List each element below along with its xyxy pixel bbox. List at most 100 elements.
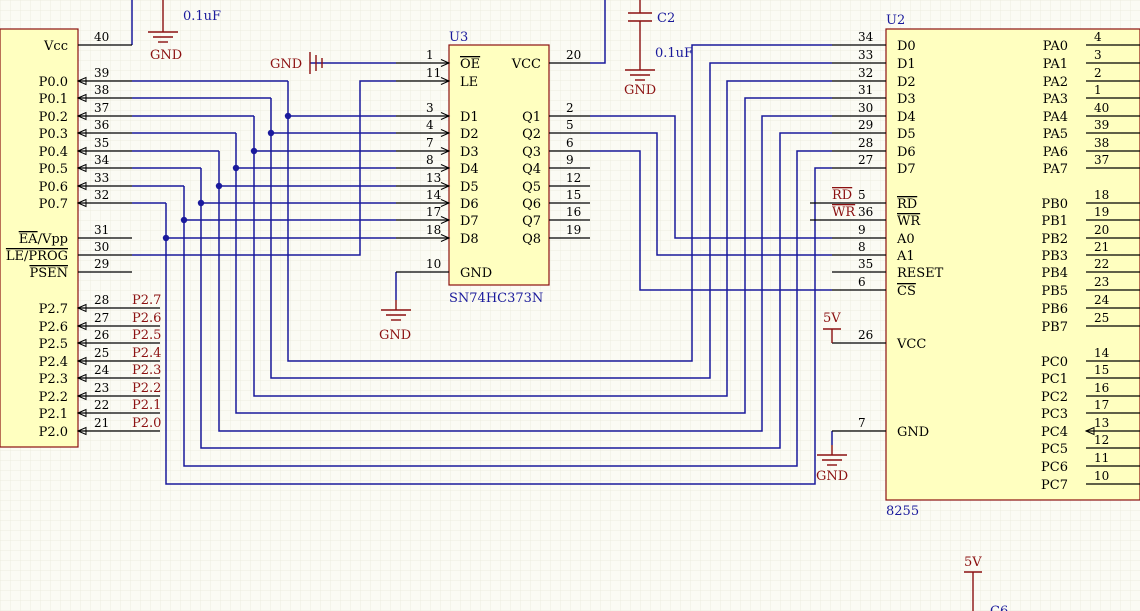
- power-5v-symbol-u2[interactable]: [823, 328, 841, 343]
- u2-pin-number: 19: [1094, 205, 1109, 219]
- u2-ref-label: U2: [886, 13, 905, 28]
- u2-pin-number: 23: [1094, 275, 1109, 289]
- net-label-p2: P2.6: [132, 311, 161, 326]
- net-label-p2: P2.5: [132, 328, 161, 343]
- u2-pin-number: 12: [1094, 433, 1109, 447]
- capacitor-c2[interactable]: [628, 0, 652, 60]
- mcu-pin-number: 35: [94, 136, 109, 150]
- wire-junction: [267, 129, 275, 137]
- u2-pin-number: 8: [858, 240, 866, 254]
- u3-pin-label: Q4: [522, 162, 541, 177]
- pin-io-arrow: [76, 76, 87, 86]
- ground-symbol-u3[interactable]: [381, 300, 411, 321]
- u3-pin-label: Q7: [522, 214, 541, 229]
- u3-pin-number: 9: [566, 153, 574, 167]
- u3-pin-number: 18: [426, 223, 441, 237]
- u3-body[interactable]: [448, 44, 550, 286]
- pin-io-arrow: [1084, 426, 1095, 436]
- u3-pin-number: 12: [566, 171, 581, 185]
- pin-io-arrow: [76, 373, 87, 383]
- u3-pin-label: D3: [460, 145, 479, 160]
- pin-io-arrow: [76, 408, 87, 418]
- mcu-pin-number: 28: [94, 293, 109, 307]
- u2-pin-label: GND: [897, 425, 929, 440]
- ground-symbol-u2[interactable]: [817, 445, 847, 466]
- wires-layer: [131, 0, 833, 485]
- wire-junction: [197, 199, 205, 207]
- u2-pin-number: 22: [1094, 257, 1109, 271]
- wire-junction: [284, 112, 292, 120]
- mcu-pin-label: P0.5: [39, 162, 68, 177]
- cap-value-label-2: 0.1uF: [655, 46, 693, 61]
- u2-pin-label: PC6: [1041, 460, 1068, 475]
- pins-layer: [76, 44, 1140, 485]
- mcu-pin-label: P2.4: [39, 355, 68, 370]
- net-label-p2: P2.0: [132, 416, 161, 431]
- u2-pin-number: 26: [858, 328, 873, 342]
- u2-pin-number: 20: [1094, 223, 1109, 237]
- junctions-layer: [162, 112, 292, 242]
- mcu-pin-label: P2.5: [39, 337, 68, 352]
- wire-junction: [250, 147, 258, 155]
- u3-pin-label: LE: [460, 75, 478, 90]
- wire-bus-to-8255-d-4: [218, 115, 832, 432]
- u2-pin-label: RD: [897, 197, 917, 212]
- pin-io-arrow: [76, 303, 87, 313]
- mcu-pin-label: P2.7: [39, 302, 68, 317]
- u2-pin-label: PC0: [1041, 355, 1068, 370]
- pin-input-arrow: [440, 216, 451, 224]
- pin-input-arrow: [440, 234, 451, 242]
- wire-q1-to-a0: [590, 115, 832, 239]
- u2-pin-number: 25: [1094, 311, 1109, 325]
- net-label-p2: P2.7: [132, 293, 161, 308]
- wire-q2-to-a1: [590, 132, 832, 256]
- u2-pin-number: 32: [858, 66, 873, 80]
- pin-input-arrow: [440, 199, 451, 207]
- u2-pin-number: 2: [1094, 66, 1102, 80]
- symbols-layer: [148, 0, 982, 611]
- u2-pin-label: D7: [897, 162, 916, 177]
- u3-pin-label: OE: [460, 57, 480, 72]
- mcu-pin-label: P0.2: [39, 110, 68, 125]
- u3-pin-label: Q3: [522, 145, 541, 160]
- wire-bus-to-8255-d-3: [235, 97, 832, 414]
- power-5v-symbol-c6[interactable]: [964, 571, 982, 586]
- u3-pin-number: 3: [426, 101, 434, 115]
- mcu-pin-number: 23: [94, 381, 109, 395]
- u2-pin-number: 36: [858, 205, 873, 219]
- wire-junction: [215, 182, 223, 190]
- mcu-pin-number: 37: [94, 101, 109, 115]
- u3-pin-label: D7: [460, 214, 479, 229]
- pin-io-arrow: [76, 181, 87, 191]
- pin-io-arrow: [76, 163, 87, 173]
- ground-symbol-oe[interactable]: [309, 52, 396, 74]
- u3-pin-number: 4: [426, 118, 434, 132]
- u2-body[interactable]: [885, 28, 1140, 501]
- mcu-pin-label: P2.1: [39, 407, 68, 422]
- mcu-pin-label: P0.7: [39, 197, 68, 212]
- u2-pin-number: 15: [1094, 363, 1109, 377]
- u2-pin-label: PB4: [1041, 266, 1068, 281]
- u2-part-label: 8255: [886, 504, 919, 519]
- mcu-pin-label: P2.2: [39, 390, 68, 405]
- u3-pin-number: 20: [566, 48, 581, 62]
- net-label-p2: P2.1: [132, 398, 161, 413]
- u3-pin-number: 1: [426, 48, 434, 62]
- ground-symbol-c2[interactable]: [625, 60, 655, 81]
- ground-symbol-mcu[interactable]: [148, 22, 178, 43]
- mcu-pin-number: 24: [94, 363, 110, 377]
- u2-pin-number: 37: [1094, 153, 1109, 167]
- u3-pin-number: 5: [566, 118, 574, 132]
- u3-pin-number: 16: [566, 205, 581, 219]
- u3-pin-number: 15: [566, 188, 581, 202]
- wire-u3-vcc: [590, 0, 606, 64]
- mcu-pin-label: P0.3: [39, 127, 68, 142]
- u2-pin-number: 29: [858, 118, 873, 132]
- wire-junction: [232, 164, 240, 172]
- mcu-body[interactable]: [0, 28, 79, 448]
- u3-pin-label: Q6: [522, 197, 541, 212]
- wire-bus-to-8255-d-1: [270, 62, 832, 379]
- u2-pin-label: PB5: [1041, 284, 1068, 299]
- pin-io-arrow: [76, 198, 87, 208]
